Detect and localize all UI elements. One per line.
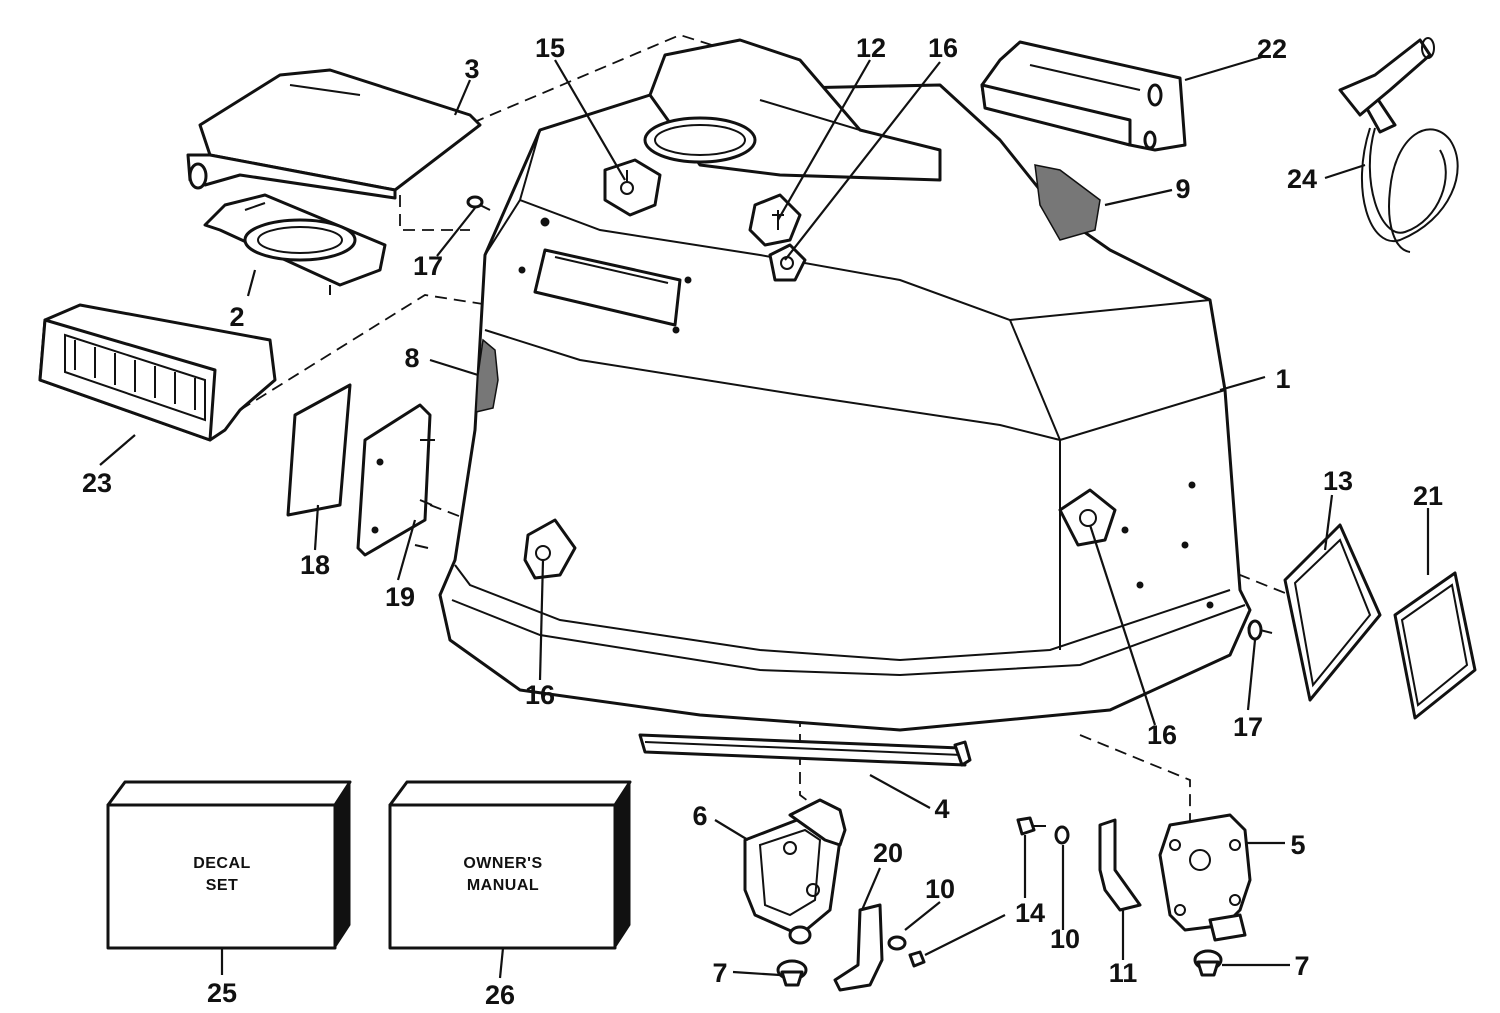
screw-part-14-lower [908, 950, 926, 968]
decal-set-label-line1: DECAL [193, 855, 251, 872]
callout-11: 11 [1109, 958, 1138, 988]
grommet-part-7-left [776, 959, 808, 987]
decal-set-label-line2: SET [206, 877, 239, 894]
callout-10-upper: 10 [925, 874, 955, 904]
owners-manual-label-line1: OWNER'S [463, 855, 542, 872]
callout-21: 21 [1413, 481, 1443, 511]
callout-16-top: 16 [928, 33, 958, 63]
callout-7-left: 7 [712, 958, 727, 988]
callout-18: 18 [300, 550, 330, 580]
screw-part-17-top [466, 195, 491, 211]
callout-15: 15 [535, 33, 565, 63]
plate-part-19 [356, 403, 435, 557]
bracket-part-5 [1158, 813, 1252, 942]
bracket-part-6 [743, 798, 847, 945]
callout-7-right: 7 [1294, 951, 1309, 981]
callout-10-lower: 10 [1050, 924, 1080, 954]
front-grille-part-23 [38, 303, 277, 442]
callout-2: 2 [229, 302, 244, 332]
callout-13: 13 [1323, 466, 1353, 496]
callout-17-top: 17 [413, 251, 443, 281]
screw-part-14 [1016, 816, 1046, 836]
latch-part-16-right [1058, 488, 1117, 547]
callout-3: 3 [464, 54, 479, 84]
callout-16-right: 16 [1147, 720, 1177, 750]
washer-part-10-left [887, 935, 907, 951]
callout-23: 23 [82, 468, 112, 498]
callout-25: 25 [207, 978, 237, 1008]
callout-12: 12 [856, 33, 886, 63]
callout-17-right: 17 [1233, 712, 1263, 742]
latch-part-16-top [768, 243, 807, 282]
grommet-part-7-right [1193, 949, 1223, 977]
seal-strip-part-4 [638, 733, 972, 767]
callout-22: 22 [1257, 34, 1287, 64]
latch-part-12 [748, 193, 802, 247]
leader-lines [99, 55, 1430, 979]
foam-seal-part-9 [1034, 164, 1101, 241]
washer-part-10-right [1054, 825, 1070, 845]
callout-14: 14 [1015, 898, 1045, 928]
latch-part-15 [603, 158, 662, 217]
callout-24: 24 [1287, 164, 1317, 194]
decal-part-21 [1393, 571, 1477, 720]
callout-19: 19 [385, 582, 415, 612]
owners-manual-label-line2: MANUAL [467, 877, 539, 894]
strap-part-11 [1098, 818, 1142, 912]
callout-4: 4 [934, 794, 949, 824]
decal-set-box-part-25: DECAL SET [106, 780, 352, 950]
callout-6: 6 [692, 801, 707, 831]
decal-part-18 [286, 383, 352, 517]
screw-part-17-right [1247, 619, 1273, 641]
grommet-plate-part-2 [203, 193, 387, 295]
strap-part-20 [833, 903, 884, 992]
callout-16-left: 16 [525, 680, 555, 710]
latch-part-16-left [523, 518, 577, 580]
callout-9: 9 [1175, 174, 1190, 204]
top-cover-part-3 [186, 68, 482, 200]
callout-1: 1 [1275, 364, 1290, 394]
callout-5: 5 [1290, 830, 1305, 860]
callout-numbers: 1 2 3 4 5 6 7 7 8 9 10 10 11 12 13 14 15… [82, 33, 1443, 1010]
sensor-part-24 [1338, 37, 1459, 253]
callout-26: 26 [485, 980, 515, 1010]
owners-manual-box-part-26: OWNER'S MANUAL [388, 780, 632, 950]
rear-grille-part-22 [980, 40, 1187, 152]
motor-cover-part-1 [438, 38, 1252, 732]
gasket-part-13 [1283, 523, 1382, 702]
callout-8: 8 [404, 343, 419, 373]
callout-20: 20 [873, 838, 903, 868]
